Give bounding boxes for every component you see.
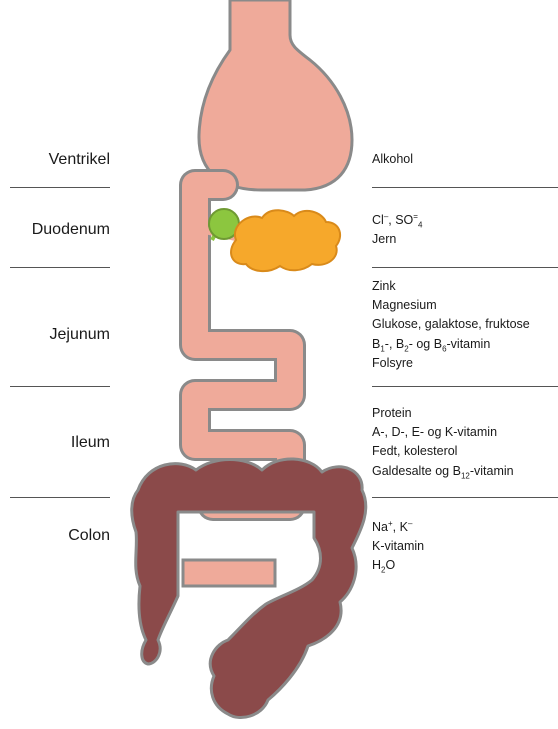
stomach	[199, 0, 352, 190]
segment-label-duodenum: Duodenum	[32, 221, 110, 239]
absorption-item: Protein	[372, 404, 514, 423]
segment-label-ventrikel: Ventrikel	[49, 151, 110, 169]
divider-left-2	[10, 267, 110, 268]
absorption-item: Na+, K–	[372, 518, 424, 537]
absorption-item: H2O	[372, 556, 424, 575]
absorption-jejunum: Zink Magnesium Glukose, galaktose, frukt…	[372, 277, 530, 373]
absorption-item: Glukose, galaktose, fruktose	[372, 315, 530, 334]
absorption-item: Fedt, kolesterol	[372, 442, 514, 461]
absorption-item: K-vitamin	[372, 537, 424, 556]
segment-label-ileum: Ileum	[71, 434, 110, 452]
absorption-item: Alkohol	[372, 150, 413, 169]
absorption-item: Cl–, SO=4	[372, 211, 422, 230]
absorption-colon: Na+, K– K-vitamin H2O	[372, 518, 424, 576]
absorption-ileum: Protein A-, D-, E- og K-vitamin Fedt, ko…	[372, 404, 514, 481]
pancreas	[231, 210, 340, 271]
absorption-item: B1-, B2- og B6-vitamin	[372, 335, 530, 354]
absorption-item: A-, D-, E- og K-vitamin	[372, 423, 514, 442]
absorption-duodenum: Cl–, SO=4 Jern	[372, 211, 422, 249]
absorption-ventrikel: Alkohol	[372, 150, 413, 169]
divider-right-3	[372, 386, 558, 387]
absorption-item: Folsyre	[372, 354, 530, 373]
absorption-item: Galdesalte og B12-vitamin	[372, 462, 514, 481]
divider-left-4	[10, 497, 110, 498]
divider-left-3	[10, 386, 110, 387]
divider-right-1	[372, 187, 558, 188]
divider-right-4	[372, 497, 558, 498]
segment-label-jejunum: Jejunum	[50, 326, 110, 344]
absorption-item: Magnesium	[372, 296, 530, 315]
divider-right-2	[372, 267, 558, 268]
divider-left-1	[10, 187, 110, 188]
segment-label-colon: Colon	[68, 527, 110, 545]
absorption-item: Zink	[372, 277, 530, 296]
absorption-item: Jern	[372, 230, 422, 249]
colon	[132, 459, 366, 718]
